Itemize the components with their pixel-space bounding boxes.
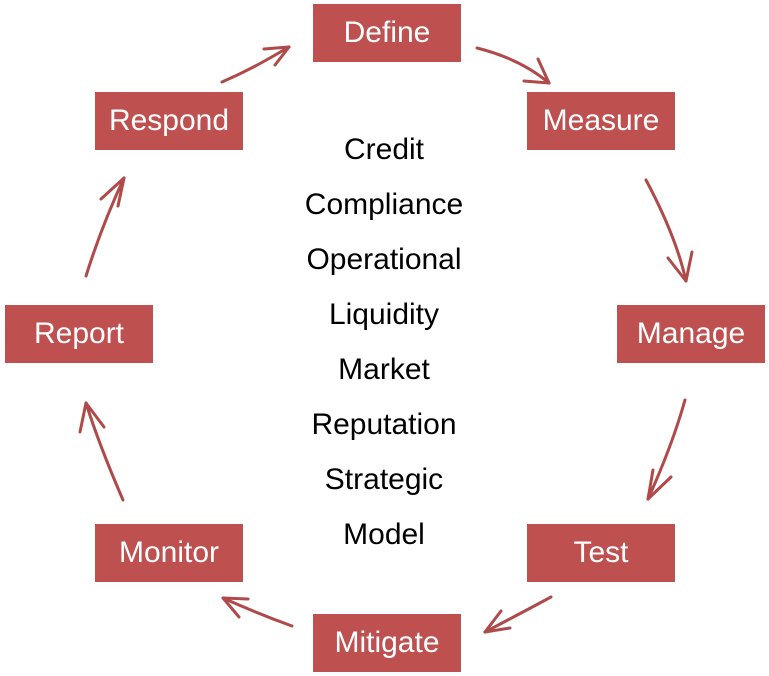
risk-type-reputation: Reputation — [311, 408, 457, 441]
stage-box-respond[interactable]: Respond — [95, 92, 243, 150]
arrow-test-to-mitigate — [483, 595, 553, 634]
risk-type-list: Credit Compliance Operational Liquidity … — [256, 122, 512, 562]
stage-box-mitigate[interactable]: Mitigate — [313, 614, 461, 672]
stage-box-measure[interactable]: Measure — [527, 92, 675, 150]
arrow-mitigate-to-monitor — [221, 596, 294, 628]
stage-box-define[interactable]: Define — [313, 4, 461, 62]
arrow-respond-to-define — [220, 45, 291, 84]
risk-type-compliance: Compliance — [304, 188, 464, 221]
arrow-define-to-measure — [475, 46, 551, 85]
arrow-measure-to-manage — [644, 178, 694, 283]
arrow-manage-to-test — [646, 398, 687, 501]
arrow-report-to-respond — [84, 176, 126, 278]
risk-type-credit: Credit — [343, 133, 425, 166]
arrow-monitor-to-report — [78, 401, 125, 502]
risk-type-market: Market — [338, 353, 430, 386]
stage-box-test[interactable]: Test — [527, 524, 675, 582]
risk-type-operational: Operational — [306, 243, 462, 276]
risk-type-model: Model — [343, 518, 425, 551]
risk-type-strategic: Strategic — [324, 463, 444, 496]
stage-box-monitor[interactable]: Monitor — [95, 524, 243, 582]
stage-box-report[interactable]: Report — [5, 305, 153, 363]
stage-box-manage[interactable]: Manage — [617, 305, 765, 363]
risk-type-liquidity: Liquidity — [328, 298, 440, 331]
